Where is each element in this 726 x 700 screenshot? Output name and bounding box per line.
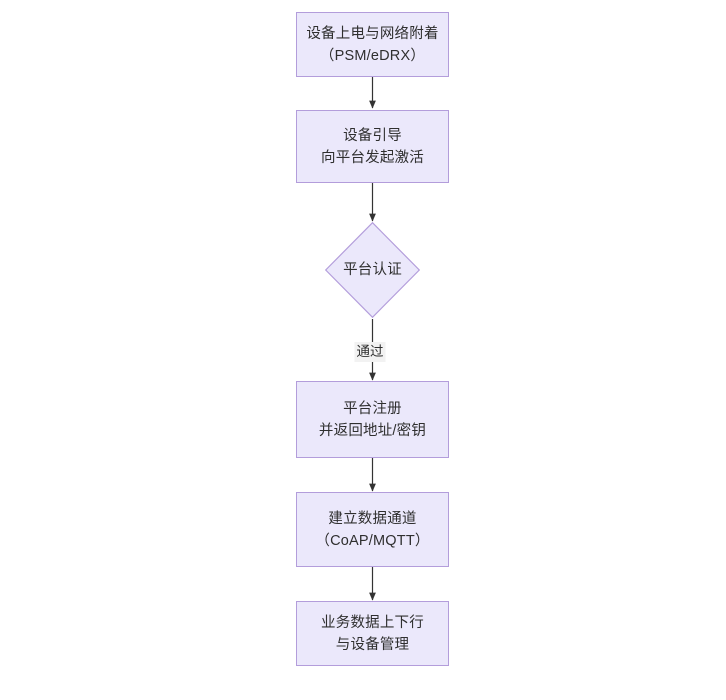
flowchart-node-bootstrap-label: 设备引导 向平台发起激活 — [321, 127, 424, 166]
flowchart-node-service-data-label: 业务数据上下行 与设备管理 — [321, 614, 424, 653]
flowchart-node-platform-register-label: 平台注册 并返回地址/密钥 — [318, 400, 427, 439]
flowchart-node-power-on-label: 设备上电与网络附着 （PSM/eDRX） — [306, 25, 439, 64]
flowchart-node-platform-register[interactable]: 平台注册 并返回地址/密钥 — [296, 381, 449, 458]
flowchart-node-data-channel[interactable]: 建立数据通道 （CoAP/MQTT） — [296, 492, 449, 567]
flowchart-node-service-data[interactable]: 业务数据上下行 与设备管理 — [296, 601, 449, 666]
edge-label-pass: 通过 — [354, 342, 386, 362]
flowchart-node-platform-auth[interactable]: 平台认证 — [325, 222, 420, 318]
flowchart-node-power-on[interactable]: 设备上电与网络附着 （PSM/eDRX） — [296, 12, 449, 77]
flowchart-node-platform-auth-label: 平台认证 — [343, 262, 402, 278]
flowchart-node-data-channel-label: 建立数据通道 （CoAP/MQTT） — [315, 510, 430, 549]
flowchart-node-bootstrap[interactable]: 设备引导 向平台发起激活 — [296, 110, 449, 183]
diamond-shape-icon — [325, 222, 420, 318]
